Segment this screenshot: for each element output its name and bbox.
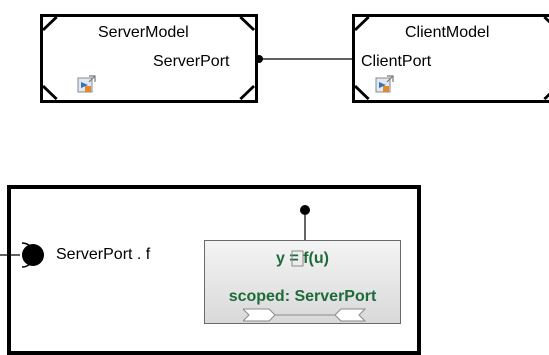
model-reference-icon [375,75,394,93]
function-expression: y = f(u) [276,250,329,267]
function-scope-label: scoped: ServerPort [228,288,377,305]
block-corner-marks [43,17,255,100]
model-reference-icon [77,75,96,93]
server-model-block[interactable]: ServerModel ServerPort [40,14,258,103]
inport-circle-icon[interactable] [0,240,60,270]
client-model-title: ClientModel [405,24,490,41]
client-model-block[interactable]: ClientModel ClientPort [352,14,549,103]
function-input-marker [291,250,304,267]
simulink-function-block[interactable]: y = f(u) scoped: ServerPort [204,240,401,324]
bus-connector-icon [243,308,367,322]
trigger-port-icon[interactable] [295,200,315,242]
block-corner-marks [355,17,549,100]
server-model-title: ServerModel [98,24,189,41]
client-port-label: ClientPort [361,53,432,70]
subsystem-port-label: ServerPort . f [56,246,151,263]
server-port-label: ServerPort [153,53,230,70]
